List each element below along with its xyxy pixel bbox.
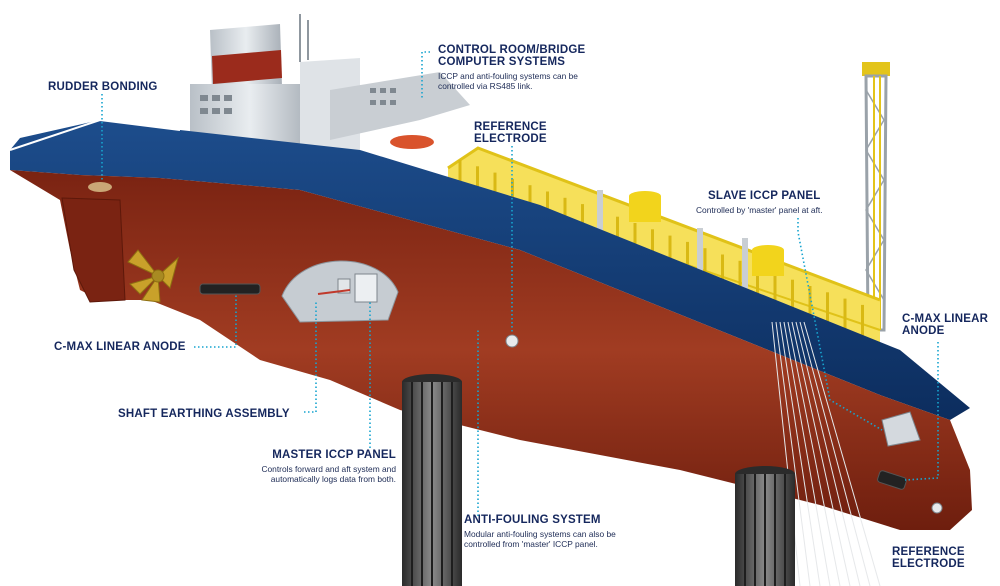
label-title: RUDDER BONDING bbox=[48, 81, 158, 93]
label-control-room: CONTROL ROOM/BRIDGE COMPUTER SYSTEMS ICC… bbox=[438, 44, 585, 91]
label-cmax-anode-left: C-MAX LINEAR ANODE bbox=[54, 341, 186, 353]
topside-blue-band bbox=[10, 120, 970, 420]
propeller bbox=[127, 249, 179, 303]
label-anti-fouling: ANTI-FOULING SYSTEM Modular anti-fouling… bbox=[464, 514, 616, 549]
reference-electrode-aft bbox=[505, 334, 519, 348]
support-pier-right bbox=[735, 466, 795, 586]
label-reference-electrode-top: REFERENCE ELECTRODE bbox=[474, 121, 547, 145]
label-title: CONTROL ROOM/BRIDGE COMPUTER SYSTEMS bbox=[438, 44, 586, 68]
label-rudder-bonding: RUDDER BONDING bbox=[48, 81, 158, 93]
label-title: SHAFT EARTHING ASSEMBLY bbox=[118, 408, 290, 420]
label-title: ANTI-FOULING SYSTEM bbox=[464, 514, 601, 526]
mast-tower bbox=[862, 62, 890, 332]
label-master-iccp-panel: MASTER ICCP PANEL Controls forward and a… bbox=[226, 449, 396, 484]
label-title: C-MAX LINEAR ANODE bbox=[902, 313, 989, 337]
hull bbox=[10, 170, 972, 530]
cmax-linear-anode-aft bbox=[199, 283, 261, 295]
label-description: ICCP and anti-fouling systems can be con… bbox=[438, 71, 578, 91]
label-title: MASTER ICCP PANEL bbox=[272, 449, 396, 461]
label-shaft-earthing: SHAFT EARTHING ASSEMBLY bbox=[118, 408, 290, 420]
rudder bbox=[61, 197, 126, 303]
support-pier-left bbox=[402, 374, 462, 586]
cable-bundle bbox=[771, 321, 881, 586]
rudder-bonding-unit bbox=[88, 182, 112, 192]
label-slave-iccp-panel: SLAVE ICCP PANEL Controlled by 'master' … bbox=[696, 190, 823, 215]
label-title: REFERENCE ELECTRODE bbox=[474, 121, 547, 145]
leader-lines bbox=[101, 51, 939, 516]
superstructure bbox=[190, 14, 470, 150]
label-title: SLAVE ICCP PANEL bbox=[708, 190, 821, 202]
label-description: Modular anti-fouling systems can also be… bbox=[464, 529, 616, 549]
label-description: Controls forward and aft system and auto… bbox=[261, 464, 396, 484]
engine-room-cutaway bbox=[281, 260, 399, 323]
reference-electrode-fwd bbox=[931, 502, 943, 514]
label-reference-electrode-bottom: REFERENCE ELECTRODE bbox=[892, 546, 965, 570]
label-cmax-anode-right: C-MAX LINEAR ANODE bbox=[902, 313, 988, 337]
slave-iccp-panel-cutaway bbox=[881, 411, 921, 447]
label-title: C-MAX LINEAR ANODE bbox=[54, 341, 186, 353]
label-description: Controlled by 'master' panel at aft. bbox=[696, 205, 823, 215]
cmax-linear-anode-fwd bbox=[877, 470, 907, 490]
label-title: REFERENCE ELECTRODE bbox=[892, 546, 965, 570]
